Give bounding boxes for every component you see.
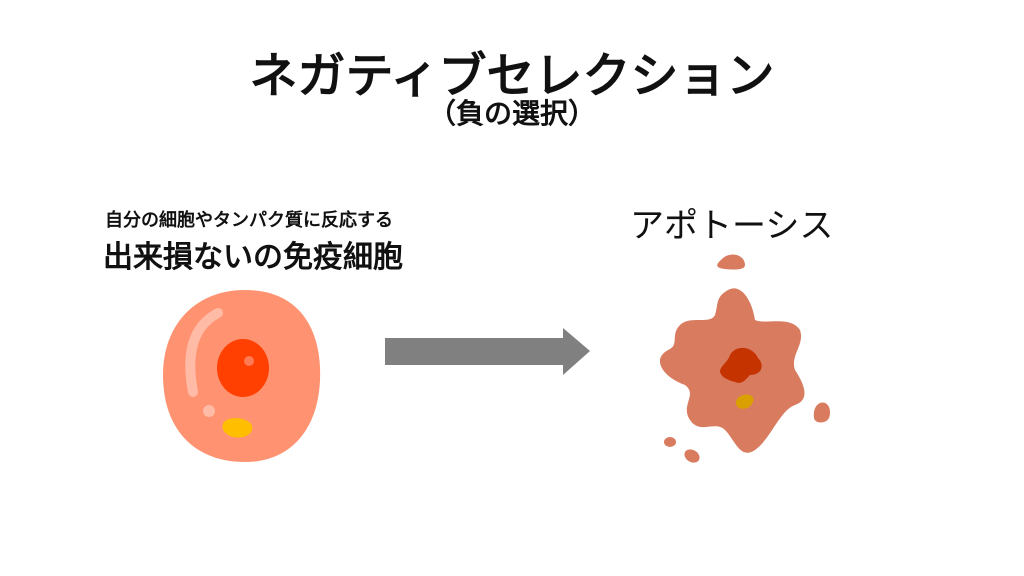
cell-description: 自分の細胞やタンパク質に反応する <box>105 210 393 231</box>
apoptotic-cell-icon <box>659 254 830 463</box>
page-subtitle: （負の選択） <box>427 97 596 130</box>
healthy-cell-icon <box>163 290 321 462</box>
apoptosis-label: アポトーシス <box>630 206 834 246</box>
cell-label: 出来損ないの免疫細胞 <box>103 240 403 275</box>
page-title: ネガティブセレクション <box>249 48 775 104</box>
arrow-right-icon <box>385 328 590 375</box>
